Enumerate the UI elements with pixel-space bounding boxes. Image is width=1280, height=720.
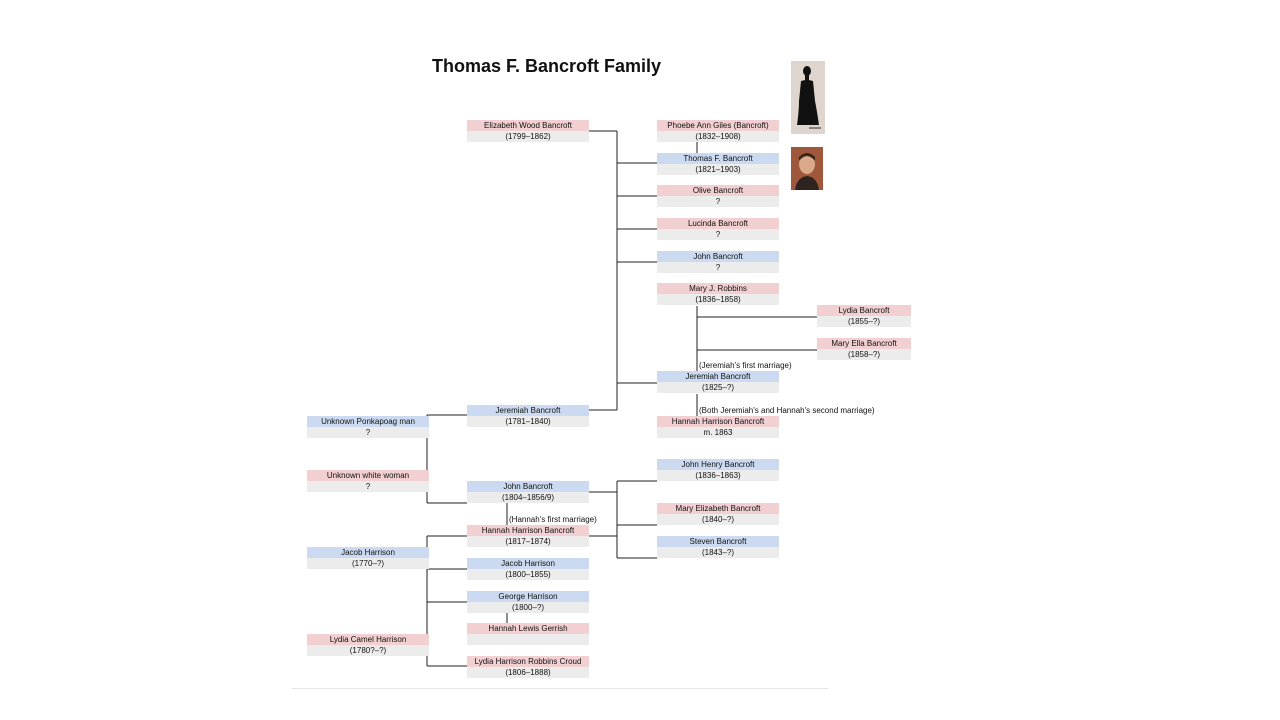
person-dates: (1806–1888) <box>467 667 589 678</box>
person-mary-j-robbins: Mary J. Robbins (1836–1858) <box>657 283 779 305</box>
person-name: Thomas F. Bancroft <box>657 153 779 164</box>
person-dates: (1817–1874) <box>467 536 589 547</box>
person-dates: (1780?–?) <box>307 645 429 656</box>
person-dates: (1836–1863) <box>657 470 779 481</box>
person-name: Hannah Lewis Gerrish <box>467 623 589 634</box>
person-dates: ? <box>657 262 779 273</box>
person-hannah-harrison-bancroft-m1863: Hannah Harrison Bancroft m. 1863 <box>657 416 779 438</box>
person-name: John Bancroft <box>657 251 779 262</box>
person-hannah-lewis-gerrish: Hannah Lewis Gerrish <box>467 623 589 645</box>
person-name: Lucinda Bancroft <box>657 218 779 229</box>
person-name: Lydia Harrison Robbins Croud <box>467 656 589 667</box>
person-name: Elizabeth Wood Bancroft <box>467 120 589 131</box>
person-dates: (1804–1856/9) <box>467 492 589 503</box>
note-jeremiah-first-marriage: (Jeremiah's first marriage) <box>699 361 792 370</box>
person-thomas-f-bancroft: Thomas F. Bancroft (1821–1903) <box>657 153 779 175</box>
silhouette-portrait-image <box>791 61 825 134</box>
person-dates: (1821–1903) <box>657 164 779 175</box>
person-name: John Bancroft <box>467 481 589 492</box>
person-jacob-harrison-1800: Jacob Harrison (1800–1855) <box>467 558 589 580</box>
page-title: Thomas F. Bancroft Family <box>432 56 662 76</box>
person-phoebe-ann-giles: Phoebe Ann Giles (Bancroft) (1832–1908) <box>657 120 779 142</box>
person-dates <box>467 634 589 645</box>
person-dates: (1770–?) <box>307 558 429 569</box>
person-name: Hannah Harrison Bancroft <box>467 525 589 536</box>
note-hannah-first-marriage: (Hannah's first marriage) <box>509 515 597 524</box>
person-mary-ella-bancroft: Mary Ella Bancroft (1858–?) <box>817 338 911 360</box>
person-steven-bancroft: Steven Bancroft (1843–?) <box>657 536 779 558</box>
person-dates: (1843–?) <box>657 547 779 558</box>
person-name: Mary Ella Bancroft <box>817 338 911 349</box>
person-unknown-ponkapoag-man: Unknown Ponkapoag man ? <box>307 416 429 438</box>
person-dates: (1855–?) <box>817 316 911 327</box>
person-elizabeth-wood-bancroft: Elizabeth Wood Bancroft (1799–1862) <box>467 120 589 142</box>
person-dates: (1800–1855) <box>467 569 589 580</box>
person-dates: ? <box>657 229 779 240</box>
person-name: George Harrison <box>467 591 589 602</box>
person-dates: ? <box>307 481 429 492</box>
note-both-second-marriage: (Both Jeremiah's and Hannah's second mar… <box>699 406 875 415</box>
person-dates: (1840–?) <box>657 514 779 525</box>
person-dates: (1781–1840) <box>467 416 589 427</box>
footer-divider <box>292 688 828 689</box>
person-name: Hannah Harrison Bancroft <box>657 416 779 427</box>
person-name: Steven Bancroft <box>657 536 779 547</box>
person-name: Unknown Ponkapoag man <box>307 416 429 427</box>
person-mary-elizabeth-bancroft: Mary Elizabeth Bancroft (1840–?) <box>657 503 779 525</box>
person-name: Jeremiah Bancroft <box>467 405 589 416</box>
person-lucinda-bancroft: Lucinda Bancroft ? <box>657 218 779 240</box>
person-george-harrison: George Harrison (1800–?) <box>467 591 589 613</box>
person-dates: m. 1863 <box>657 427 779 438</box>
person-dates: ? <box>657 196 779 207</box>
person-name: Jacob Harrison <box>307 547 429 558</box>
person-dates: ? <box>307 427 429 438</box>
person-dates: (1799–1862) <box>467 131 589 142</box>
person-name: Mary J. Robbins <box>657 283 779 294</box>
person-name: Olive Bancroft <box>657 185 779 196</box>
person-name: Unknown white woman <box>307 470 429 481</box>
person-john-bancroft: John Bancroft ? <box>657 251 779 273</box>
person-john-henry-bancroft: John Henry Bancroft (1836–1863) <box>657 459 779 481</box>
person-jeremiah-bancroft-sr: Jeremiah Bancroft (1781–1840) <box>467 405 589 427</box>
person-name: Jacob Harrison <box>467 558 589 569</box>
person-john-bancroft-1804: John Bancroft (1804–1856/9) <box>467 481 589 503</box>
person-dates: (1858–?) <box>817 349 911 360</box>
person-name: Lydia Bancroft <box>817 305 911 316</box>
person-lydia-harrison-robbins-croud: Lydia Harrison Robbins Croud (1806–1888) <box>467 656 589 678</box>
person-dates: (1832–1908) <box>657 131 779 142</box>
person-unknown-white-woman: Unknown white woman ? <box>307 470 429 492</box>
person-jacob-harrison-1770: Jacob Harrison (1770–?) <box>307 547 429 569</box>
person-name: Jeremiah Bancroft <box>657 371 779 382</box>
person-dates: (1825–?) <box>657 382 779 393</box>
person-lydia-bancroft: Lydia Bancroft (1855–?) <box>817 305 911 327</box>
person-name: Mary Elizabeth Bancroft <box>657 503 779 514</box>
person-name: Phoebe Ann Giles (Bancroft) <box>657 120 779 131</box>
person-dates: (1800–?) <box>467 602 589 613</box>
person-name: John Henry Bancroft <box>657 459 779 470</box>
person-dates: (1836–1858) <box>657 294 779 305</box>
person-jeremiah-bancroft-jr: Jeremiah Bancroft (1825–?) <box>657 371 779 393</box>
person-hannah-harrison-bancroft: Hannah Harrison Bancroft (1817–1874) <box>467 525 589 547</box>
person-olive-bancroft: Olive Bancroft ? <box>657 185 779 207</box>
person-lydia-camel-harrison: Lydia Camel Harrison (1780?–?) <box>307 634 429 656</box>
man-portrait-image <box>791 147 823 190</box>
person-name: Lydia Camel Harrison <box>307 634 429 645</box>
